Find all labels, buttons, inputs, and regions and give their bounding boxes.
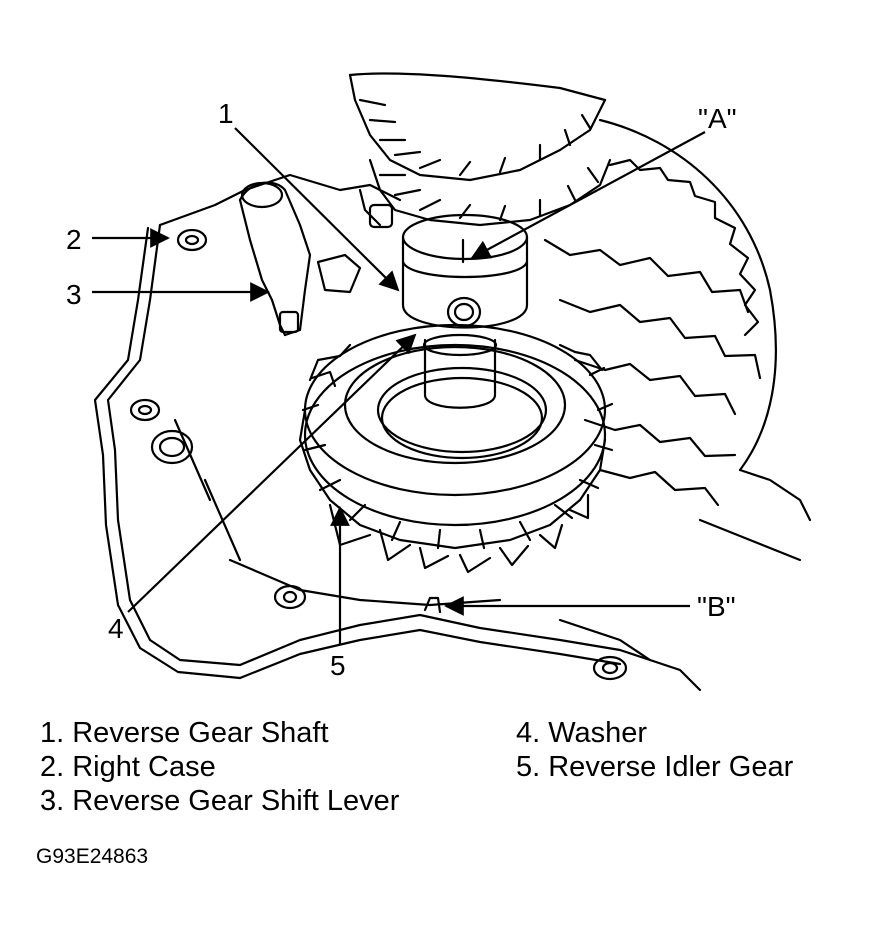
callout-b: "B": [697, 591, 736, 622]
figure-id: G93E24863: [36, 845, 149, 868]
right-case: [93, 173, 702, 692]
background-gears: [348, 72, 812, 562]
transmission-diagram: 1 2 3 4 5 "A" "B": [66, 72, 812, 692]
reverse-idler-gear: [298, 323, 614, 574]
leader-4: [127, 333, 417, 613]
callout-4: 4: [108, 613, 124, 644]
callout-3: 3: [66, 279, 82, 310]
leader-1: [234, 127, 400, 292]
washer: [343, 345, 567, 465]
legend-item-4: 4. Washer: [516, 717, 648, 749]
notch-b: [423, 596, 442, 614]
reverse-gear-shaft: [401, 213, 529, 409]
callout-5: 5: [330, 650, 346, 681]
legend-left: 1. Reverse Gear Shaft 2. Right Case 3. R…: [40, 716, 399, 818]
callout-2: 2: [66, 224, 82, 255]
legend-item-3: 3. Reverse Gear Shift Lever: [40, 785, 400, 817]
callout-a: "A": [698, 103, 737, 134]
callout-1: 1: [218, 98, 234, 129]
reverse-gear-shift-lever: [238, 181, 362, 337]
legend-item-5: 5. Reverse Idler Gear: [516, 751, 794, 783]
legend-item-2: 2. Right Case: [40, 751, 216, 783]
leader-a: [470, 131, 706, 259]
legend-right: 4. Washer 5. Reverse Idler Gear: [516, 716, 793, 784]
legend-item-1: 1. Reverse Gear Shaft: [40, 717, 329, 749]
